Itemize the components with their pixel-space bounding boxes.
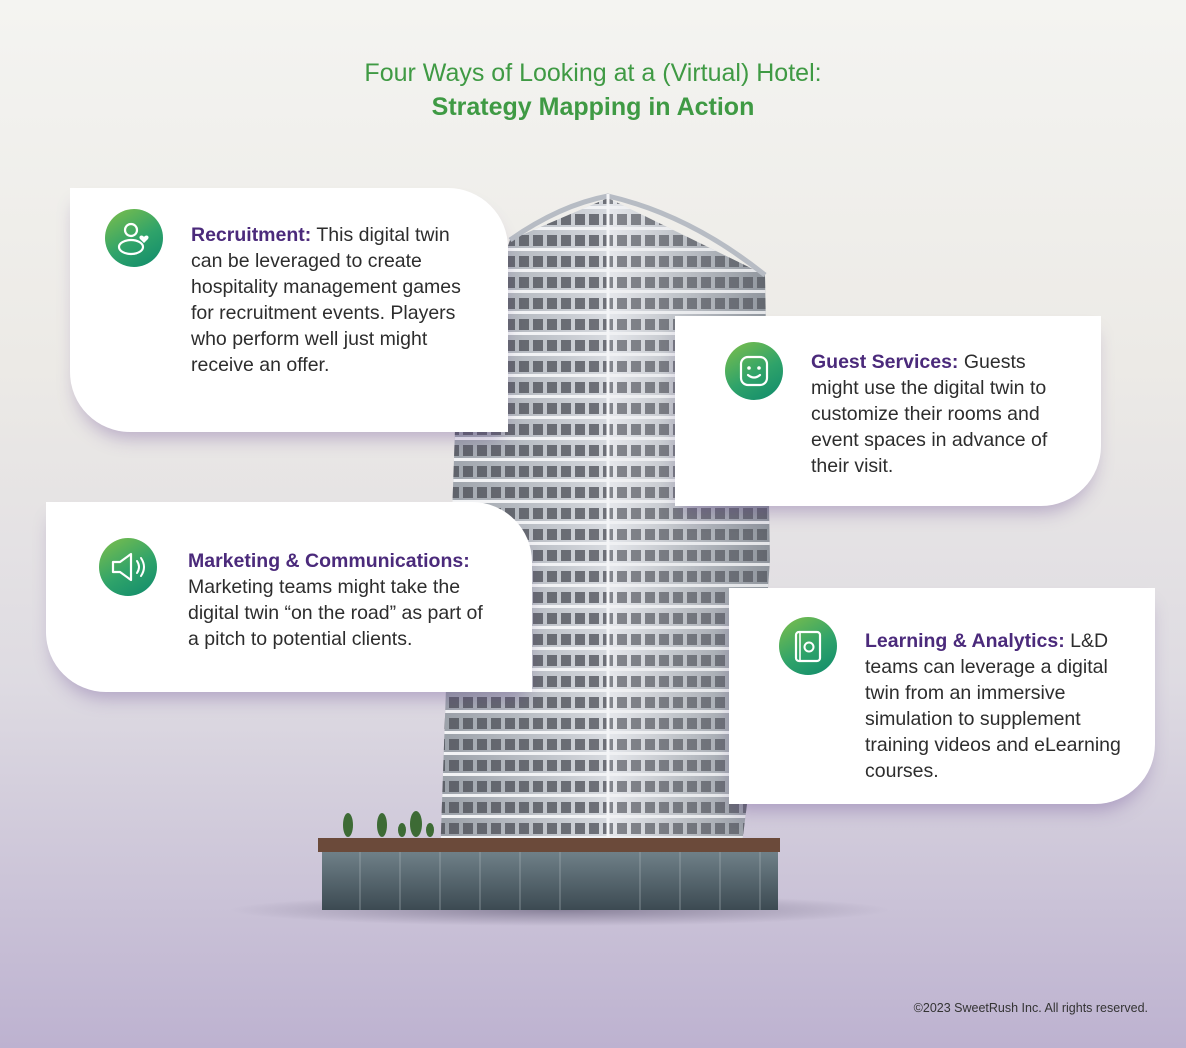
card-body: Marketing teams might take the digital t… — [188, 576, 483, 650]
person-heart-icon — [105, 209, 163, 267]
card-guest-services-text: Guest Services: Guests might use the dig… — [811, 349, 1061, 479]
smiley-face-icon — [725, 342, 783, 400]
card-heading: Guest Services: — [811, 351, 959, 373]
megaphone-icon — [99, 538, 157, 596]
page-title: Four Ways of Looking at a (Virtual) Hote… — [0, 56, 1186, 124]
card-heading: Recruitment: — [191, 224, 312, 246]
card-marketing-communications: Marketing & Communications: Marketing te… — [46, 502, 532, 692]
card-body: L&D teams can leverage a digital twin fr… — [865, 630, 1121, 782]
title-line-1: Four Ways of Looking at a (Virtual) Hote… — [364, 59, 822, 87]
title-line-2: Strategy Mapping in Action — [431, 93, 755, 121]
card-recruitment-text: Recruitment: This digital twin can be le… — [191, 222, 466, 378]
card-learning-analytics: Learning & Analytics: L&D teams can leve… — [729, 588, 1155, 804]
card-heading: Learning & Analytics: — [865, 630, 1065, 652]
card-marketing-communications-text: Marketing & Communications: Marketing te… — [188, 548, 498, 652]
card-heading: Marketing & Communications: — [188, 550, 470, 572]
card-body: Guests might use the digital twin to cus… — [811, 351, 1048, 477]
card-body: This digital twin can be leveraged to cr… — [191, 224, 461, 376]
card-recruitment: Recruitment: This digital twin can be le… — [70, 188, 508, 432]
card-guest-services: Guest Services: Guests might use the dig… — [675, 316, 1101, 506]
book-icon — [779, 617, 837, 675]
copyright-notice: ©2023 SweetRush Inc. All rights reserved… — [913, 1001, 1148, 1015]
card-learning-analytics-text: Learning & Analytics: L&D teams can leve… — [865, 628, 1135, 784]
